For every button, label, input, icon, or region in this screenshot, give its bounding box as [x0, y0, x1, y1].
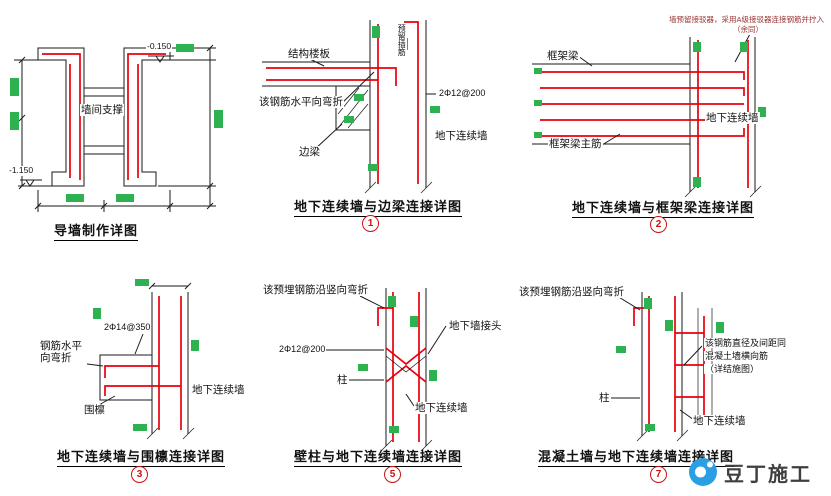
panel-title-waler: 地下连续墙与围檩连接详图 — [57, 446, 226, 467]
diaphragm-wall-label: 地下连续墙 — [705, 112, 760, 125]
side-note-label: 预留插筋 — [396, 24, 408, 56]
panel-pilaster: 该预埋钢筋沿竖向弯折 地下墙接头 柱 2Φ12@200 地下连续墙 壁柱与地下连… — [258, 278, 510, 496]
panel-concrete-wall: 该预埋钢筋沿竖向弯折 该钢筋直径及间距同 混凝土墙横向筋 （详结施图） 柱 地下… — [512, 278, 830, 496]
diaphragm-wall-label: 地下连续墙 — [414, 402, 469, 415]
frame-beam-main-bars-label: 框架梁主筋 — [548, 138, 603, 151]
guide-wall-outlines — [37, 47, 171, 187]
dimension-lines — [148, 282, 192, 290]
wall-joint-label: 地下墙接头 — [448, 320, 503, 333]
column-label: 柱 — [598, 392, 611, 405]
diaphragm-wall-label: 地下连续墙 — [191, 384, 246, 397]
frame-beam-label: 框架梁 — [546, 50, 580, 63]
pilaster-drawing — [326, 288, 447, 452]
top-elevation-label: -0.150 — [146, 41, 173, 52]
rebar-lines — [540, 40, 749, 188]
waler-label: 围檩 — [83, 404, 106, 417]
panel-edge-beam: 结构楼板 该钢筋水平向弯折 边梁 2Φ12@200 地下连续墙 预留插筋 地下连… — [250, 12, 489, 247]
embedded-rebar-bend-label: 该预埋钢筋沿竖向弯折 — [518, 286, 625, 299]
watermark-text: 豆丁施工 — [724, 464, 812, 486]
highlight-marks — [534, 42, 766, 187]
column-label: 柱 — [336, 374, 349, 387]
highlight-marks — [358, 296, 437, 433]
leader-lines — [307, 57, 436, 151]
coupler-note-line2: （余同） — [732, 25, 764, 35]
highlight-marks — [616, 298, 724, 431]
leader-lines — [86, 333, 144, 407]
rebar-spec-label: 2Φ12@200 — [438, 88, 487, 99]
rebar-bend-label: 该钢筋水平向弯折 — [258, 96, 344, 109]
rebar-spec-label: 2Φ14@350 — [103, 322, 152, 333]
panel-waler: 钢筋水平向弯折 2Φ14@350 围檩 地下连续墙 地下连续墙与围檩连接详图 3 — [35, 278, 265, 496]
leader-lines — [326, 295, 447, 407]
slab-label: 结构楼板 — [287, 48, 331, 61]
panel-title-frame-beam: 地下连续墙与框架梁连接详图 — [572, 197, 755, 218]
detail-number-7: 7 — [650, 466, 667, 483]
coupler-note-line1: 墙预留接驳器，采用A级接驳器连接钢筋并拧入 — [668, 15, 826, 25]
diaphragm-wall-label: 地下连续墙 — [692, 415, 747, 428]
detail-number-2: 2 — [650, 216, 667, 233]
edge-beam-drawing — [262, 20, 440, 194]
embedded-rebar-bend-label: 该预埋钢筋沿竖向弯折 — [262, 284, 369, 297]
detail-number-5: 5 — [384, 466, 401, 483]
guide-wall-drawing — [10, 44, 223, 212]
elevation-symbols — [20, 55, 174, 187]
diaphragm-wall-label: 地下连续墙 — [434, 130, 489, 143]
panel-title-guide-wall: 导墙制作详图 — [54, 220, 139, 241]
dimension-lines — [18, 44, 216, 212]
detail-number-3: 3 — [131, 466, 148, 483]
detail-number-1: 1 — [362, 215, 379, 232]
panel-guide-wall: 墙间支撑 -0.150 -1.150 导墙制作详图 — [8, 14, 248, 254]
rebar-lines — [104, 296, 182, 430]
waler-drawing — [86, 279, 199, 440]
strut-blocks — [83, 87, 125, 155]
panel-title-edge-beam: 地下连续墙与边梁连接详图 — [294, 196, 463, 217]
rebar-lines — [42, 53, 166, 180]
leader-lines — [577, 33, 751, 146]
strut-label: 墙间支撑 — [80, 104, 124, 117]
rebar-spec-label: 2Φ12@200 — [278, 344, 327, 355]
bottom-elevation-label: -1.150 — [8, 165, 35, 176]
docin-logo-icon — [689, 458, 717, 486]
slab-outline — [262, 61, 370, 87]
rebar-note-line1: 该钢筋直径及间距同 — [704, 338, 788, 349]
rebar-note-line2: 混凝土墙横向筋 — [704, 351, 770, 362]
rebar-note-line3: （详结施图） — [704, 364, 761, 375]
highlight-marks — [93, 279, 199, 431]
leader-lines — [610, 295, 703, 421]
rebar-lines — [377, 292, 420, 442]
rebar-lines — [633, 296, 705, 432]
edge-beam-label: 边梁 — [298, 146, 321, 159]
highlight-marks — [10, 44, 223, 202]
panel-title-concrete-wall: 混凝土墙与地下连续墙连接详图 — [538, 446, 735, 467]
panel-title-pilaster: 壁柱与地下连续墙连接详图 — [294, 446, 463, 467]
wall-joint-symbol — [385, 347, 427, 383]
panel-frame-beam: 墙预留接驳器，采用A级接驳器连接钢筋并拧入 （余同） 框架梁 框架梁主筋 地下连… — [500, 12, 830, 247]
waler-block — [99, 354, 153, 401]
wall-outline — [380, 288, 433, 452]
watermark-logo: 豆丁施工 — [686, 452, 831, 494]
rebar-bend-label: 钢筋水平向弯折 — [39, 340, 87, 365]
